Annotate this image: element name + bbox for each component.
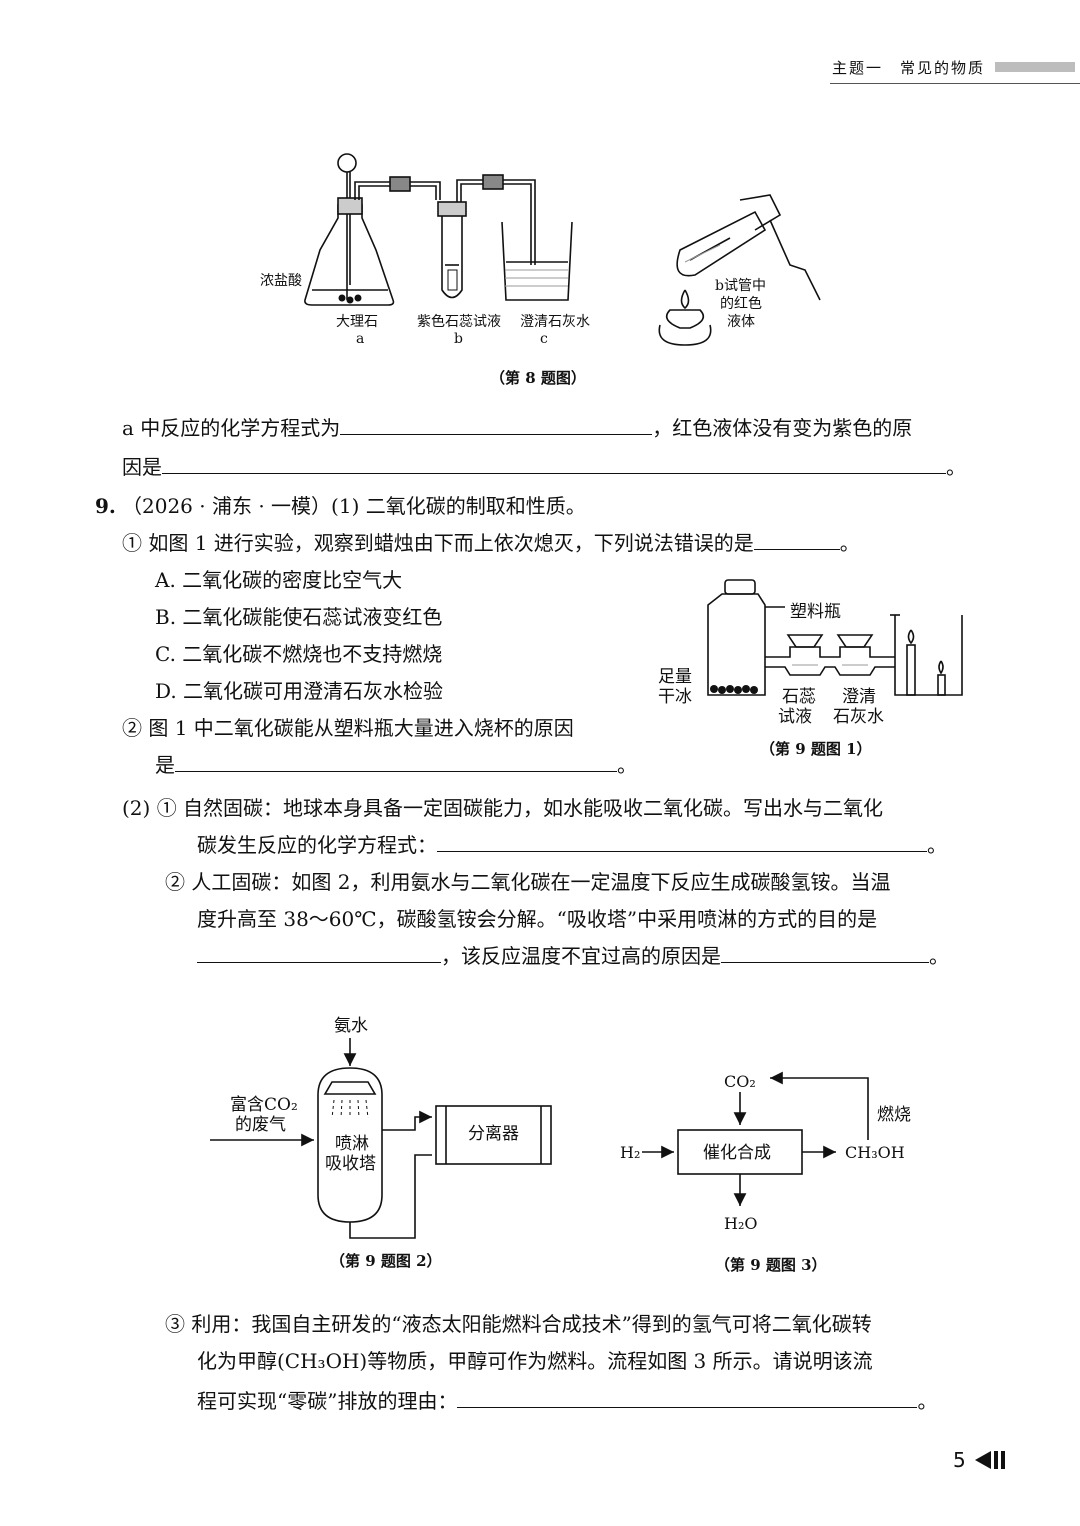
fig9-3-diagram <box>642 1071 869 1206</box>
label-limewater: 澄清石灰水 <box>520 314 590 330</box>
label-catalysis: 催化合成 <box>703 1143 771 1163</box>
q9-option-d: D. 二氧化碳可用澄清石灰水检验 <box>155 679 444 703</box>
q9-s2-e: ，该反应温度不宜过高的原因是。 <box>197 944 949 968</box>
label-b: b <box>454 331 463 347</box>
q8-blank-equation[interactable] <box>340 416 653 435</box>
label-litmus: 紫色石蕊试液 <box>417 314 501 330</box>
label-separator: 分离器 <box>468 1124 519 1144</box>
fig8-caption: （第 8 题图） <box>490 369 586 387</box>
q9-s3-b: 化为甲醇(CH₃OH)等物质，甲醇可作为燃料。流程如图 3 所示。请说明该流 <box>197 1349 873 1373</box>
label-dry2: 干冰 <box>658 687 692 707</box>
label-lime2: 石灰水 <box>833 707 884 727</box>
q9-p2b: 是。 <box>155 753 637 777</box>
q9-blank-choice[interactable] <box>753 531 840 550</box>
q9-s2-a: (2) ① 自然固碳：地球本身具备一定固碳能力，如水能吸收二氧化碳。写出水与二氧… <box>122 796 884 820</box>
page-number: 5 <box>953 1448 966 1472</box>
q8-line1: a 中反应的化学方程式为，红色液体没有变为紫色的原 <box>122 416 913 440</box>
label-co2: CO₂ <box>724 1072 756 1091</box>
label-ch3oh: CH₃OH <box>845 1143 905 1162</box>
q9-blank-zero-carbon[interactable] <box>457 1389 918 1408</box>
label-bottle: 塑料瓶 <box>790 602 841 622</box>
q9-s3-a: ③ 利用：我国自主研发的“液态太阳能燃料合成技术”得到的氢气可将二氧化碳转 <box>165 1312 872 1336</box>
header-rule <box>830 83 1080 84</box>
label-h2o: H₂O <box>724 1214 758 1233</box>
label-acid: 浓盐酸 <box>260 273 302 289</box>
q8-line2: 因是。 <box>122 455 966 479</box>
fig9-1-apparatus <box>707 579 963 696</box>
label-lime1: 澄清 <box>842 687 876 707</box>
label-a: a <box>356 331 365 347</box>
label-dry1: 足量 <box>658 667 692 687</box>
label-tower1: 喷淋 <box>335 1134 369 1154</box>
header-bar <box>995 62 1075 72</box>
q9-s2-d: 度升高至 38～60℃，碳酸氢铵会分解。“吸收塔”中采用喷淋的方式的目的是 <box>197 907 878 931</box>
page-arrow-icon <box>975 1451 1005 1469</box>
q9-p2a: ② 图 1 中二氧化碳能从塑料瓶大量进入烧杯的原因 <box>122 716 574 740</box>
label-red1: b试管中 <box>715 278 766 294</box>
label-gas2: 的废气 <box>235 1115 286 1135</box>
fig9-3-caption: （第 9 题图 3） <box>715 1256 827 1274</box>
label-ammonia: 氨水 <box>334 1016 368 1036</box>
q9-blank-s2-equation[interactable] <box>437 833 927 852</box>
q9-s3-c: 程可实现“零碳”排放的理由：。 <box>197 1389 938 1413</box>
fig9-2-diagram <box>210 1038 552 1239</box>
fig9-2-caption: （第 9 题图 2） <box>330 1252 442 1270</box>
label-red2: 的红色 <box>720 296 762 312</box>
q9-intro: （2026 · 浦东 · 一模）(1) 二氧化碳的制取和性质。 <box>122 494 586 518</box>
label-c: c <box>540 331 548 347</box>
label-burn: 燃烧 <box>877 1105 911 1125</box>
fig9-1-caption: （第 9 题图 1） <box>760 740 872 758</box>
label-lit1: 石蕊 <box>782 687 816 707</box>
label-tower2: 吸收塔 <box>325 1154 376 1174</box>
q9-number: 9. <box>95 494 116 518</box>
label-marble: 大理石 <box>336 314 378 330</box>
label-h2: H₂ <box>620 1143 641 1162</box>
q9-option-c: C. 二氧化碳不燃烧也不支持燃烧 <box>155 642 443 666</box>
label-gas1: 富含CO₂ <box>230 1095 298 1115</box>
q9-option-a: A. 二氧化碳的密度比空气大 <box>155 568 403 592</box>
q9-blank-spray[interactable] <box>197 944 441 963</box>
label-red3: 液体 <box>727 314 755 330</box>
q8-blank-reason[interactable] <box>162 455 946 474</box>
q9-blank-temp[interactable] <box>721 944 929 963</box>
q9-option-b: B. 二氧化碳能使石蕊试液变红色 <box>155 605 443 629</box>
fig8-apparatus <box>304 153 821 346</box>
q9-s2-c: ② 人工固碳：如图 2，利用氨水与二氧化碳在一定温度下反应生成碳酸氢铵。当温 <box>165 870 891 894</box>
q9-p1: ① 如图 1 进行实验，观察到蜡烛由下而上依次熄灭，下列说法错误的是。 <box>122 531 860 555</box>
label-lit2: 试液 <box>778 707 812 727</box>
running-header: 主题一 常见的物质 <box>832 59 986 77</box>
q9-s2-b: 碳发生反应的化学方程式：。 <box>197 833 947 857</box>
q9-blank-p2[interactable] <box>175 753 617 772</box>
